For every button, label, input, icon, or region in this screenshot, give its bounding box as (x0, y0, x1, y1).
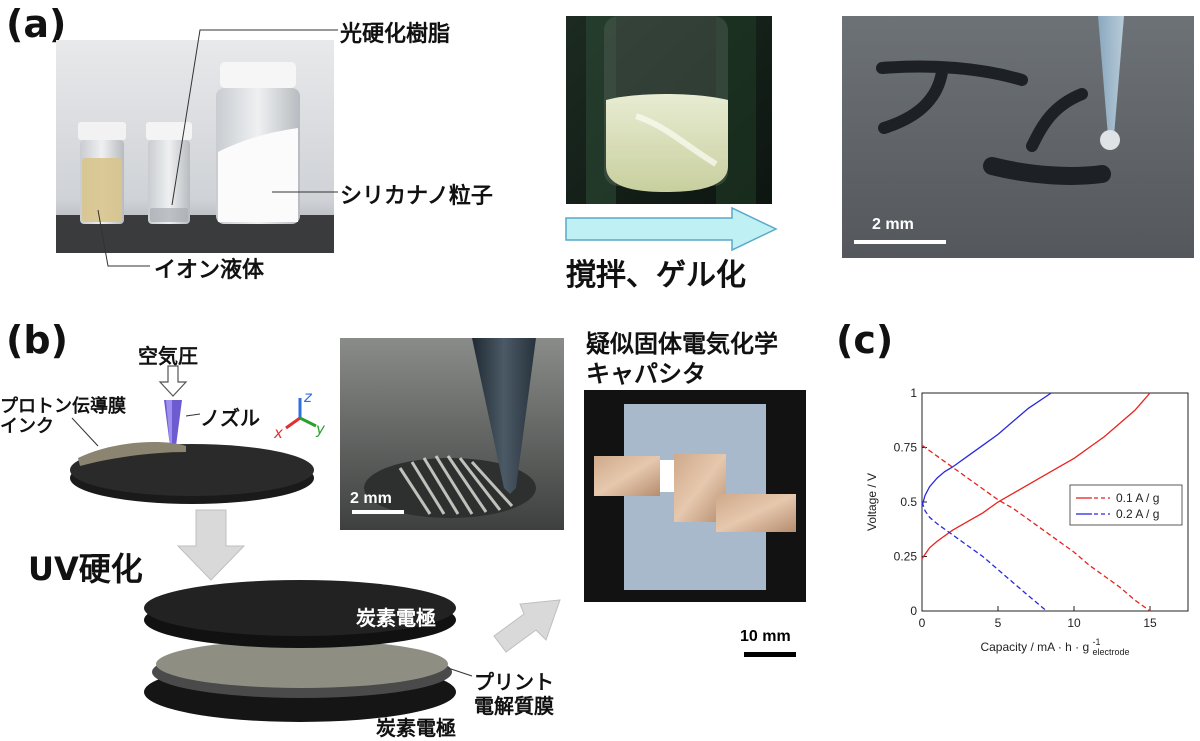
panel-label-a: (a) (6, 2, 67, 46)
panel-label-c: (c) (836, 318, 894, 362)
gel-vial-photo (566, 16, 772, 204)
y-axis-label: Voltage / V (865, 473, 879, 531)
label-proton-ink-line2: インク (0, 416, 54, 437)
printing-nozzle-photo: 2 mm (340, 338, 564, 530)
legend-box (1069, 484, 1183, 526)
axis-z-label: z (304, 388, 312, 406)
series-line-3-dashed (921, 501, 1048, 612)
x-tick-label-3: 15 (1143, 616, 1157, 630)
label-silica-nanoparticles: シリカナノ粒子 (340, 184, 493, 209)
y-tick-label-1: 0.25 (894, 550, 918, 564)
y-tick-label-3: 0.75 (894, 441, 918, 455)
printed-letters-graphic (842, 16, 1194, 258)
capacitor-device-photo (584, 390, 806, 602)
printed-letters-photo: 2 mm (842, 16, 1194, 258)
x-tick-label-2: 10 (1067, 616, 1081, 630)
label-printed-membrane-line2: 電解質膜 (474, 694, 554, 718)
axis-x-label: x (274, 424, 283, 442)
label-carbon-electrode-bottom: 炭素電極 (376, 716, 456, 740)
capacitor-device-graphic (584, 390, 806, 602)
axis-y-label: y (316, 420, 325, 438)
letters-scale-label: 2 mm (872, 216, 914, 233)
label-nozzle: ノズル (200, 406, 260, 430)
label-proton-ink-line1: プロトン伝導膜 (0, 396, 126, 417)
legend-label-0: 0.1 A / g (1116, 491, 1159, 505)
gel-vial-graphic (566, 16, 772, 204)
label-uv-curing: UV硬化 (28, 550, 143, 588)
legend-label-1: 0.2 A / g (1116, 507, 1159, 521)
vials-photo-graphic (56, 40, 334, 253)
x-tick-label-0: 0 (919, 616, 926, 630)
device-title-line2: キャパシタ (586, 360, 706, 388)
label-stir-gelation: 撹拌、ゲル化 (566, 258, 746, 293)
series-line-0-solid (921, 392, 1151, 560)
label-air-pressure: 空気圧 (138, 344, 198, 368)
label-ionic-liquid: イオン液体 (154, 258, 265, 283)
device-scale-bar (744, 652, 796, 657)
device-scale-label: 10 mm (740, 628, 791, 645)
series-line-1-dashed (921, 444, 1151, 612)
y-tick-label-4: 1 (910, 386, 917, 400)
x-tick-label-1: 5 (995, 616, 1002, 630)
y-tick-label-2: 0.5 (900, 495, 917, 509)
printing-scale-label: 2 mm (350, 490, 392, 507)
label-printed-membrane-line1: プリント (474, 670, 554, 694)
label-photocurable-resin: 光硬化樹脂 (340, 22, 451, 47)
series-line-2-solid (921, 392, 1052, 507)
label-carbon-electrode-top: 炭素電極 (356, 606, 436, 630)
y-tick-label-0: 0 (910, 604, 917, 618)
panel-label-b: (b) (6, 318, 68, 362)
vials-photo (56, 40, 334, 253)
device-title-line1: 疑似固体電気化学 (586, 330, 778, 358)
printing-nozzle-graphic (340, 338, 564, 530)
stir-gel-arrow (565, 206, 778, 252)
